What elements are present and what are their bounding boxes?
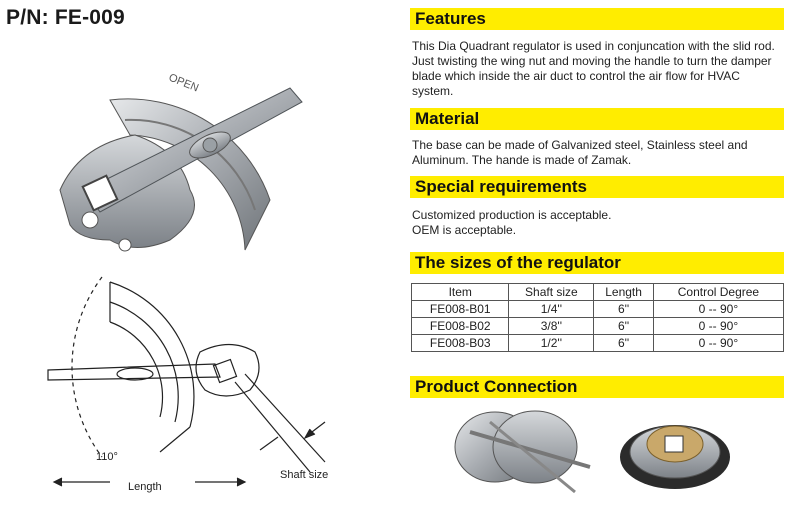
- product-connection-heading: Product Connection: [410, 376, 784, 398]
- material-heading: Material: [410, 108, 784, 130]
- cell-shaft: 1/2'': [508, 334, 595, 352]
- col-length: Length: [593, 283, 654, 301]
- col-control-degree: Control Degree: [652, 283, 785, 301]
- cell-item: FE008-B03: [410, 334, 510, 352]
- col-item: Item: [410, 283, 510, 301]
- angle-label: 110°: [96, 451, 118, 463]
- cell-length: 6'': [593, 300, 654, 318]
- table-row: FE008-B02 3/8'' 6'' 0 -- 90°: [410, 317, 785, 335]
- shaft-size-label: Shaft size: [280, 469, 329, 481]
- cell-item: FE008-B01: [410, 300, 510, 318]
- material-text: The base can be made of Galvanized steel…: [412, 138, 748, 167]
- table-row: FE008-B03 1/2'' 6'' 0 -- 90°: [410, 334, 785, 352]
- special-line-1: Customized production is acceptable.: [412, 208, 612, 222]
- damper-blade-photo: [454, 410, 591, 494]
- features-heading: Features: [410, 8, 784, 30]
- cell-shaft: 1/4'': [508, 300, 595, 318]
- part-number-title: P/N: FE-009: [6, 6, 125, 29]
- cell-degree: 0 -- 90°: [652, 317, 785, 335]
- sizes-heading: The sizes of the regulator: [410, 252, 784, 274]
- cell-degree: 0 -- 90°: [652, 300, 785, 318]
- features-text: This Dia Quadrant regulator is used in c…: [412, 39, 775, 98]
- cell-length: 6'': [593, 334, 654, 352]
- regulator-photo: OPEN: [59, 72, 303, 252]
- special-requirements-heading: Special requirements: [410, 176, 784, 198]
- sizes-table: Item Shaft size Length Control Degree FE…: [410, 283, 785, 352]
- table-header-row: Item Shaft size Length Control Degree: [410, 283, 785, 301]
- regulator-base-photo: [620, 425, 730, 489]
- svg-text:OPEN: OPEN: [167, 72, 200, 95]
- table-row: FE008-B01 1/4'' 6'' 0 -- 90°: [410, 300, 785, 318]
- special-line-2: OEM is acceptable.: [412, 223, 517, 237]
- regulator-technical-drawing: [47, 276, 326, 487]
- cell-shaft: 3/8'': [508, 317, 595, 335]
- cell-item: FE008-B02: [410, 317, 510, 335]
- cell-degree: 0 -- 90°: [652, 334, 785, 352]
- cell-length: 6'': [593, 317, 654, 335]
- length-label: Length: [128, 481, 162, 493]
- col-shaft-size: Shaft size: [508, 283, 595, 301]
